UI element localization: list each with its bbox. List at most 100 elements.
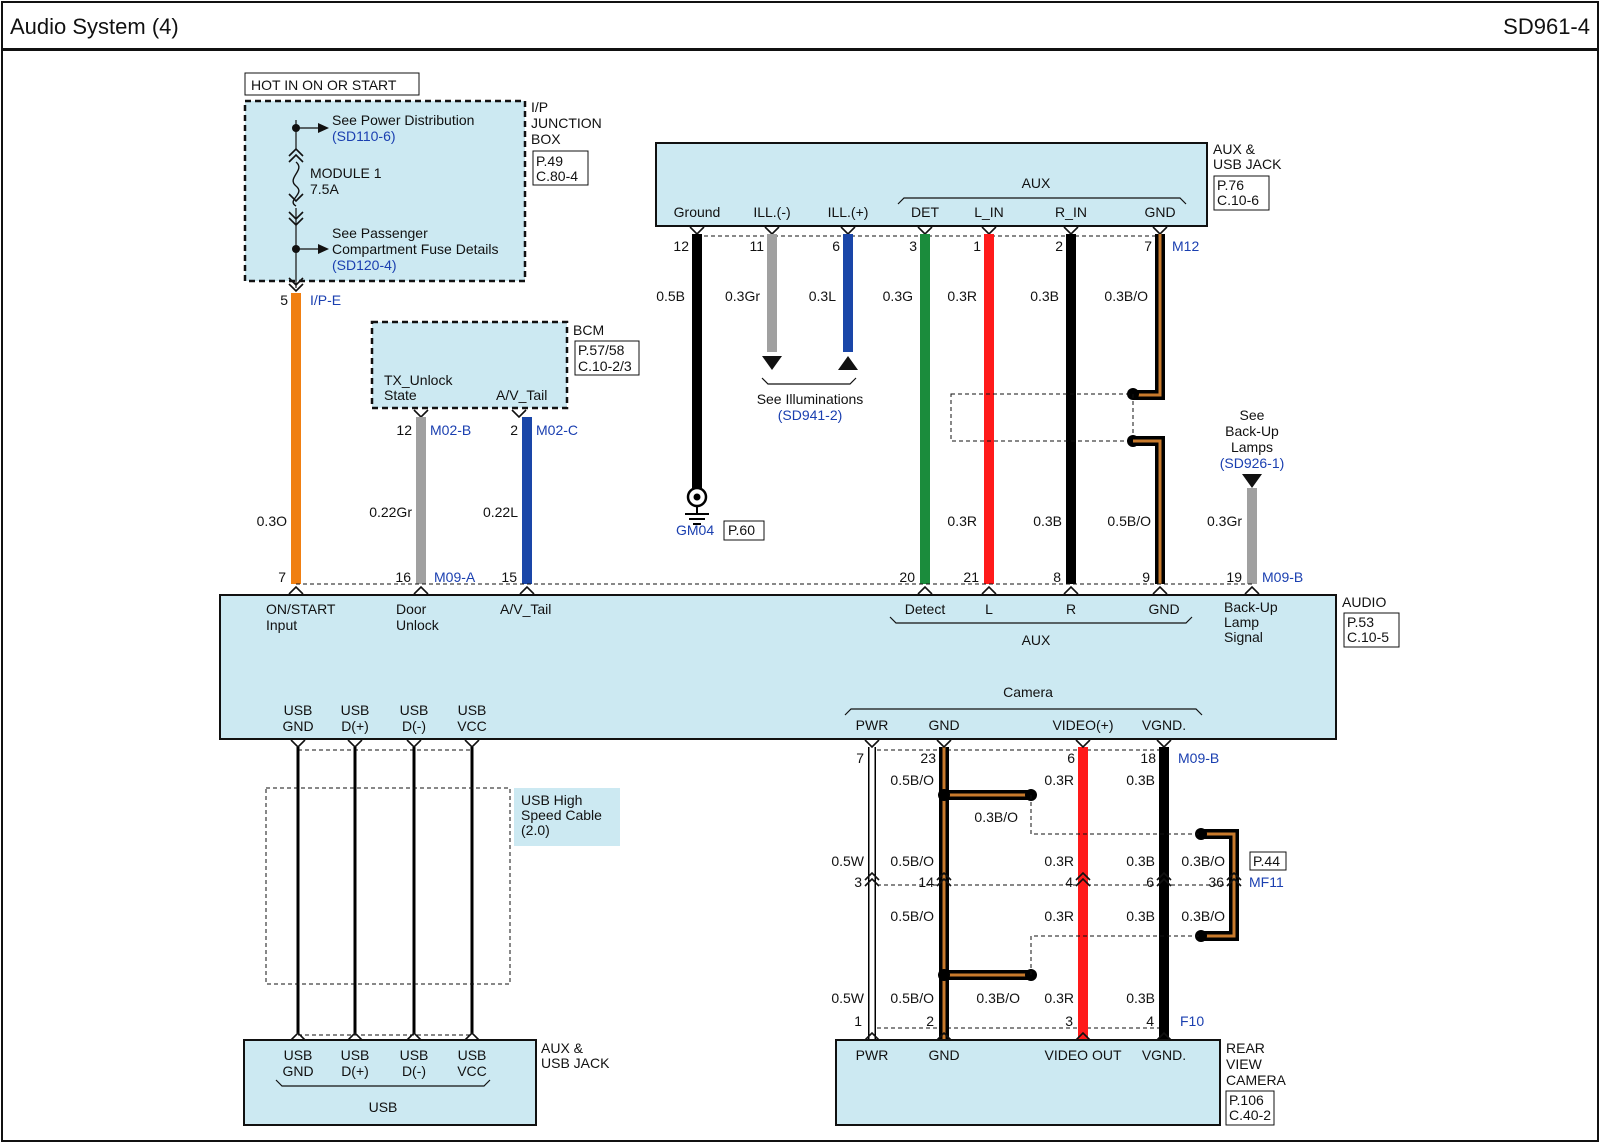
audio-term-l: L bbox=[985, 601, 993, 617]
connector-chevron-icon bbox=[840, 226, 856, 236]
wire-size-label: 0.3B/O bbox=[1181, 853, 1225, 869]
connector-chevron-icon bbox=[290, 739, 306, 749]
cam-ref-mid: P.44 bbox=[1253, 853, 1280, 869]
connector-chevron-icon bbox=[1226, 871, 1242, 881]
backup-text-4: (SD926-1) bbox=[1220, 455, 1285, 471]
usb-terminal-label: USB bbox=[400, 702, 429, 718]
camera-terminal-label: GND bbox=[928, 717, 959, 733]
ipjb-ref-2: C.80-4 bbox=[536, 168, 578, 184]
bcm-conn-a: M02-B bbox=[430, 422, 471, 438]
hot-label-box bbox=[244, 72, 420, 96]
connector-chevron-icon bbox=[406, 739, 422, 749]
audio-pin-number: 9 bbox=[1142, 569, 1150, 585]
bcm-conn-b: M02-C bbox=[536, 422, 578, 438]
connector-chevron-icon bbox=[864, 1031, 880, 1041]
audio-term-r: R bbox=[1066, 601, 1076, 617]
audio-camera-group: Camera bbox=[1003, 684, 1053, 700]
audio-pin-number: 16 bbox=[395, 569, 411, 585]
camera-pin-number: 4 bbox=[1065, 874, 1073, 890]
connector-chevron-icon bbox=[981, 226, 997, 236]
camera-terminal-label: VIDEO(+) bbox=[1052, 717, 1113, 733]
wire-size-label: 0.3B/O bbox=[1181, 908, 1225, 924]
usb-terminal-label: USB bbox=[284, 1047, 313, 1063]
camera-pin-number: 14 bbox=[918, 874, 934, 890]
ipjb-name-2: JUNCTION bbox=[531, 115, 602, 131]
illum-text-1: See Illuminations bbox=[757, 391, 864, 407]
usb-shield-box bbox=[265, 787, 511, 985]
arrow-down-icon bbox=[1242, 474, 1262, 488]
audio-term-door-1: Door bbox=[396, 601, 427, 617]
camera-pin-number: 4 bbox=[1146, 1013, 1154, 1029]
pd-text-2: (SD110-6) bbox=[332, 128, 396, 144]
audio-pin-number: 21 bbox=[963, 569, 979, 585]
ground-ref: P.60 bbox=[728, 522, 755, 538]
connector-chevron-icon bbox=[1075, 739, 1091, 749]
splice-dot bbox=[938, 969, 950, 981]
connector-chevron-icon bbox=[1063, 585, 1079, 595]
rvc-terminal-label: VIDEO OUT bbox=[1044, 1047, 1121, 1063]
audio-term-bu-1: Back-Up bbox=[1224, 599, 1278, 615]
auxjack-b-name-2: USB JACK bbox=[541, 1055, 610, 1071]
aux-pin-number: 11 bbox=[749, 238, 764, 254]
rvc-name-2: VIEW bbox=[1226, 1056, 1263, 1072]
connector-chevron-icon bbox=[1156, 877, 1172, 887]
wire-size-label: 0.3B bbox=[1126, 908, 1155, 924]
pcf-text-1: See Passenger bbox=[332, 225, 428, 241]
usb-terminal-label: USB bbox=[400, 1047, 429, 1063]
usb-terminal-label: GND bbox=[282, 1063, 313, 1079]
ground-name: GM04 bbox=[676, 522, 714, 538]
aux-terminal-label: R_IN bbox=[1055, 204, 1087, 220]
audio-term-on-1: ON/START bbox=[266, 601, 336, 617]
usb-terminal-label: D(+) bbox=[341, 1063, 369, 1079]
cam-conn-mid: MF11 bbox=[1249, 874, 1284, 890]
backup-text-1: See bbox=[1240, 407, 1265, 423]
arrow-right-icon bbox=[318, 123, 329, 133]
rvc-name-1: REAR bbox=[1226, 1040, 1265, 1056]
connector-chevron-icon bbox=[288, 585, 304, 595]
aux-terminal-label: GND bbox=[1144, 204, 1175, 220]
connector-chevron-icon bbox=[917, 226, 933, 236]
undefined bbox=[1030, 935, 1201, 975]
ip-junction-box bbox=[243, 99, 527, 283]
camera-pin-number: 1 bbox=[854, 1013, 862, 1029]
aux-pin-number: 1 bbox=[973, 238, 981, 254]
connector-chevron-icon bbox=[936, 877, 952, 887]
aux-pin-number: 7 bbox=[1144, 238, 1152, 254]
wire-size-label: 0.5B bbox=[656, 288, 685, 304]
usb-group-label: USB bbox=[369, 1099, 398, 1115]
pcf-text-3: (SD120-4) bbox=[332, 257, 397, 273]
connector-chevron-icon bbox=[917, 585, 933, 595]
usb-cable-2: Speed Cable bbox=[521, 807, 602, 823]
connector-chevron-icon bbox=[1156, 1031, 1172, 1041]
connector-chevron-icon bbox=[464, 1031, 480, 1041]
wire-label-gray: 0.22Gr bbox=[369, 504, 412, 520]
page-code: SD961-4 bbox=[1503, 14, 1590, 39]
aux-group-label: AUX bbox=[1022, 175, 1051, 191]
fuse-label-1: MODULE 1 bbox=[310, 165, 382, 181]
wire-size-label: 0.3Gr bbox=[725, 288, 760, 304]
rear-view-camera bbox=[835, 1039, 1221, 1126]
arrow-down-icon bbox=[762, 356, 782, 370]
usb-terminal-label: VCC bbox=[457, 1063, 487, 1079]
aux-terminal-label: ILL.(-) bbox=[753, 204, 790, 220]
aux-pin-number: 12 bbox=[673, 238, 689, 254]
connector-chevron-icon bbox=[347, 1031, 363, 1041]
wire-size-label: 0.5B/O bbox=[890, 772, 934, 788]
connector-chevron-icon bbox=[936, 739, 952, 749]
usb-cable-label-box bbox=[514, 788, 620, 846]
connector-chevron-icon bbox=[1075, 877, 1091, 887]
wire-size-label: 0.3L bbox=[809, 288, 836, 304]
wire-size-label: 0.5B/O bbox=[890, 853, 934, 869]
arrow-up-icon bbox=[838, 356, 858, 370]
connector-chevron-icon bbox=[936, 871, 952, 881]
bcm-ref-2: C.10-2/3 bbox=[578, 358, 632, 374]
connector-chevron-icon bbox=[1152, 585, 1168, 595]
audio-pin-number: 7 bbox=[278, 569, 286, 585]
audio-term-bu-2: Lamp bbox=[1224, 614, 1259, 630]
audio-unit bbox=[219, 594, 1337, 740]
